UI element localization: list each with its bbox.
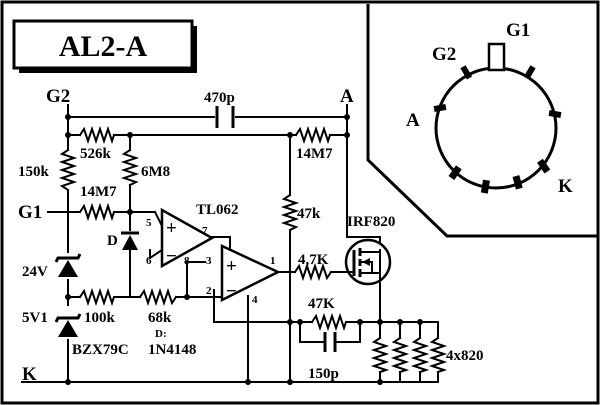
label-47k-feedback: 47K: [308, 296, 335, 312]
label-47k-vertical: 47k: [297, 206, 321, 222]
capacitor-150p: [323, 332, 337, 352]
label-100k: 100k: [84, 310, 116, 326]
label-526k: 526k: [80, 146, 112, 162]
pin-u2-2: 2: [206, 285, 212, 297]
pin-u1-5: 5: [146, 217, 152, 229]
label-1n4148: 1N4148: [148, 342, 196, 358]
resistor-47k-vertical: [280, 193, 300, 232]
resistor-47k-feedback: [310, 312, 348, 332]
pin-u2-4: 4: [252, 294, 258, 306]
label-14m7-top: 14M7: [296, 146, 333, 162]
svg-text:+: +: [166, 218, 177, 239]
node-label-a: A: [340, 86, 354, 107]
svg-text:+: +: [226, 256, 237, 277]
svg-text:−: −: [166, 246, 177, 267]
resistor-14m7-g1: [78, 202, 116, 222]
zener-24v: [54, 253, 82, 277]
label-irf820: IRF820: [347, 214, 395, 230]
zener-5v1: [54, 313, 82, 337]
capacitor-470p: [215, 106, 235, 128]
pin-u1-8: 8: [184, 255, 190, 267]
pin-u1-7: 7: [202, 225, 208, 237]
svg-text:−: −: [226, 281, 237, 302]
pin-u1-6: 6: [146, 255, 152, 267]
label-5v1: 5V1: [22, 310, 48, 326]
resistor-14m7-top: [294, 125, 332, 145]
junction-dots: [65, 114, 423, 385]
label-bzx79c: BZX79C: [72, 342, 129, 358]
label-68k: 68k: [148, 310, 172, 326]
label-470p: 470p: [204, 90, 235, 106]
opamp-u2: + −: [220, 244, 281, 303]
label-4x820: 4x820: [446, 348, 484, 364]
title-text: AL2-A: [59, 30, 148, 63]
label-14m7-g1: 14M7: [80, 184, 117, 200]
title-box: [12, 19, 194, 70]
tube-panel-border: [366, 4, 597, 238]
pin-u2-1: 1: [270, 255, 276, 267]
node-label-k: K: [22, 364, 37, 385]
node-label-g1: G1: [18, 202, 42, 223]
node-label-g2: G2: [46, 86, 70, 107]
mosfet-irf820: [344, 238, 392, 293]
tube-label-g1: G1: [506, 20, 530, 41]
resistor-4-7k: [293, 262, 333, 282]
opamp-u1: + −: [160, 207, 215, 269]
label-150k: 150k: [18, 164, 50, 180]
label-24v: 24V: [22, 264, 48, 280]
label-diode-d: D: [107, 233, 118, 249]
tube-label-k: K: [558, 176, 573, 197]
resistor-100k: [78, 287, 116, 307]
diode-d: [121, 231, 139, 250]
tube-label-g2: G2: [432, 44, 456, 65]
pin-u2-3: 3: [206, 255, 212, 267]
resistor-6m8: [120, 148, 140, 187]
tube-label-a: A: [406, 110, 420, 131]
tube-socket: [433, 42, 562, 194]
label-6m8: 6M8: [141, 164, 170, 180]
resistor-526k: [78, 125, 116, 145]
label-150p: 150p: [308, 366, 339, 382]
label-diode-d2: D:: [155, 328, 167, 340]
resistors-4x820: [370, 336, 448, 374]
resistor-68k: [138, 287, 178, 307]
resistor-150k: [58, 148, 78, 192]
label-4-7k: 4,7K: [298, 252, 329, 268]
label-tl062: TL062: [196, 202, 239, 218]
